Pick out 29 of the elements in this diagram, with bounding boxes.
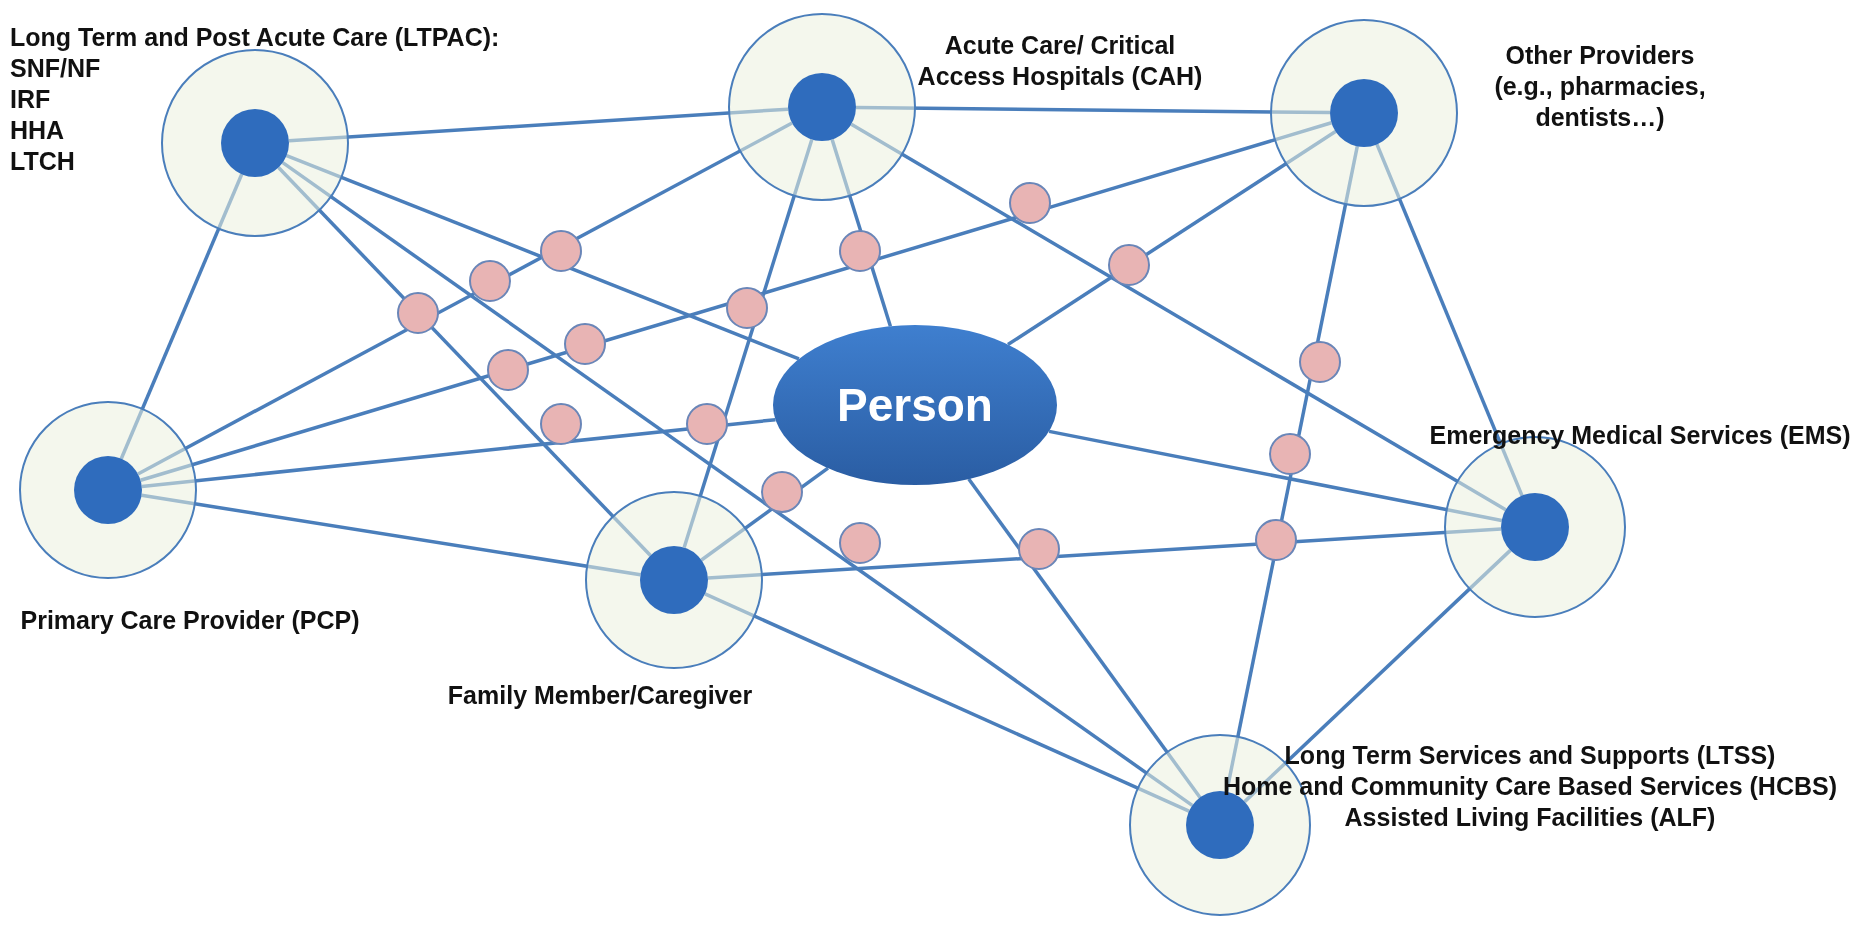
node-label: Assisted Living Facilities (ALF): [1343, 802, 1717, 833]
connector-line: [850, 122, 1507, 512]
node-label: HHA: [10, 115, 66, 146]
node-label: Acute Care/ Critical Access Hospitals (CAH): [916, 30, 1204, 92]
connector-line: [281, 161, 1194, 807]
connector-line: [119, 173, 244, 460]
node-label: Home and Community Care Based Services (HCBS): [1221, 771, 1839, 802]
node-label: LTCH: [10, 146, 76, 177]
connector-line: [141, 493, 641, 577]
connector-line: [967, 478, 1202, 799]
node-label: Family Member/Caregiver: [446, 680, 754, 711]
connector-line: [285, 153, 800, 361]
connector-line: [277, 166, 652, 557]
connector-line: [1007, 130, 1337, 346]
node-label: Long Term and Post Acute Care (LTPAC):: [10, 22, 501, 53]
connector-line: [707, 527, 1502, 580]
node-label: SNF/NF: [10, 53, 102, 84]
connector-line: [1048, 429, 1502, 523]
node-label: IRF: [10, 84, 52, 115]
connector-line: [856, 105, 1330, 115]
node-label: Primary Care Provider (PCP): [20, 605, 360, 636]
connector-line: [141, 417, 776, 489]
connector-line: [682, 138, 814, 549]
connector-line: [704, 592, 1190, 813]
connector-line: [1243, 549, 1512, 803]
node-label: Other Providers (e.g., pharmacies, dentists…): [1493, 40, 1707, 133]
connector-line: [1375, 143, 1524, 497]
connector-line: [288, 107, 789, 143]
node-label: Person: [837, 379, 993, 431]
